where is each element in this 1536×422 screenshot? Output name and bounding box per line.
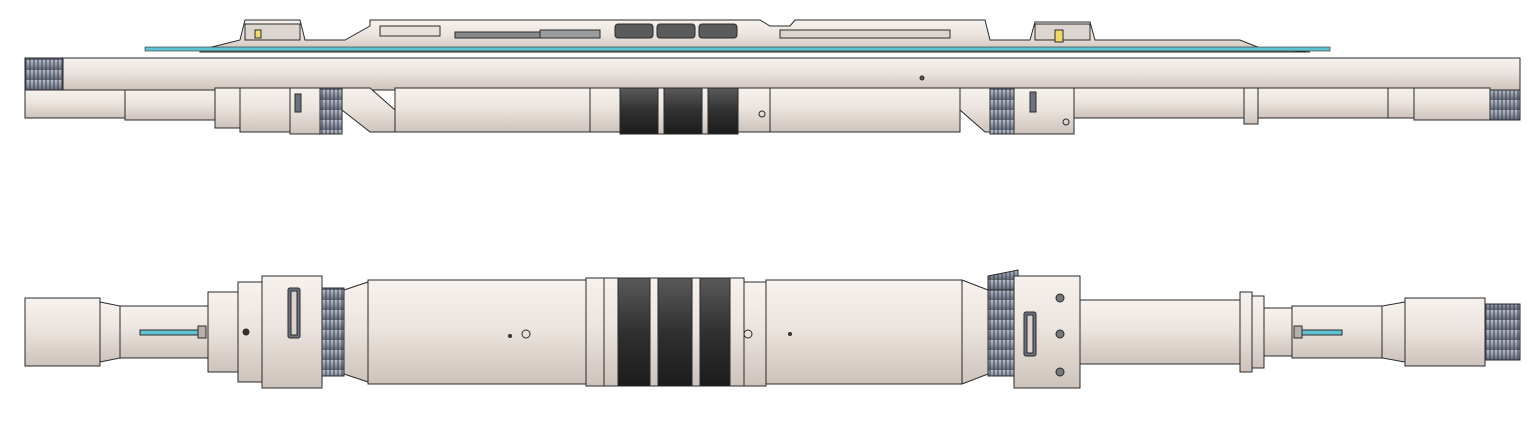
bottom-sub-right xyxy=(1404,297,1486,367)
collar-left xyxy=(237,281,263,383)
thread-left xyxy=(321,287,345,377)
control-line-left xyxy=(139,329,199,336)
packing-element-1 xyxy=(617,277,651,387)
mandrel-right xyxy=(1079,299,1241,365)
upper-housing xyxy=(199,19,1311,53)
packing-element-3 xyxy=(699,277,731,387)
mandrel-top xyxy=(24,57,1521,135)
control-line-right xyxy=(1299,329,1343,336)
bottom-sub-left xyxy=(24,297,101,367)
pin-thread-right xyxy=(1484,303,1521,361)
thread-right xyxy=(987,289,1015,377)
packing-element-2 xyxy=(657,277,693,387)
body-right xyxy=(765,279,963,385)
section-view xyxy=(24,19,1521,135)
exterior-view xyxy=(24,269,1521,389)
body-left xyxy=(367,279,587,385)
control-line-top xyxy=(144,46,1331,52)
